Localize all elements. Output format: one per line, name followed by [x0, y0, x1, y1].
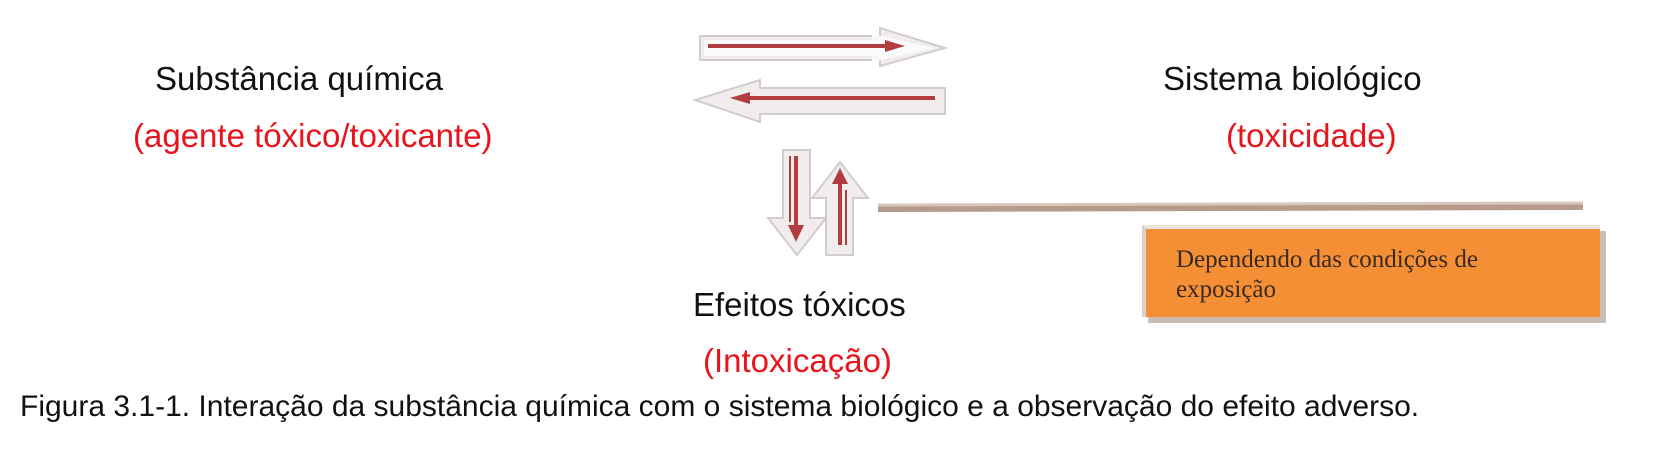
- arrow-up: [809, 160, 871, 256]
- arrow-right: [699, 26, 949, 68]
- biological-system-subtitle: (toxicidade): [1226, 117, 1397, 154]
- toxic-effects-subtitle: (Intoxicação): [703, 342, 892, 379]
- exposure-conditions-text: Dependendo das condições de exposição: [1176, 246, 1478, 303]
- connector-line: [877, 201, 1584, 212]
- arrow-down: [765, 149, 829, 257]
- toxic-effects-title: Efeitos tóxicos: [693, 286, 906, 323]
- substance-subtitle: (agente tóxico/toxicante): [133, 117, 493, 154]
- biological-system-title: Sistema biológico: [1163, 60, 1422, 97]
- exposure-conditions-note: Dependendo das condições de exposição: [1142, 225, 1600, 317]
- figure-caption: Figura 3.1-1. Interação da substância qu…: [20, 390, 1420, 423]
- arrow-left: [691, 78, 946, 124]
- substance-title: Substância química: [155, 60, 443, 97]
